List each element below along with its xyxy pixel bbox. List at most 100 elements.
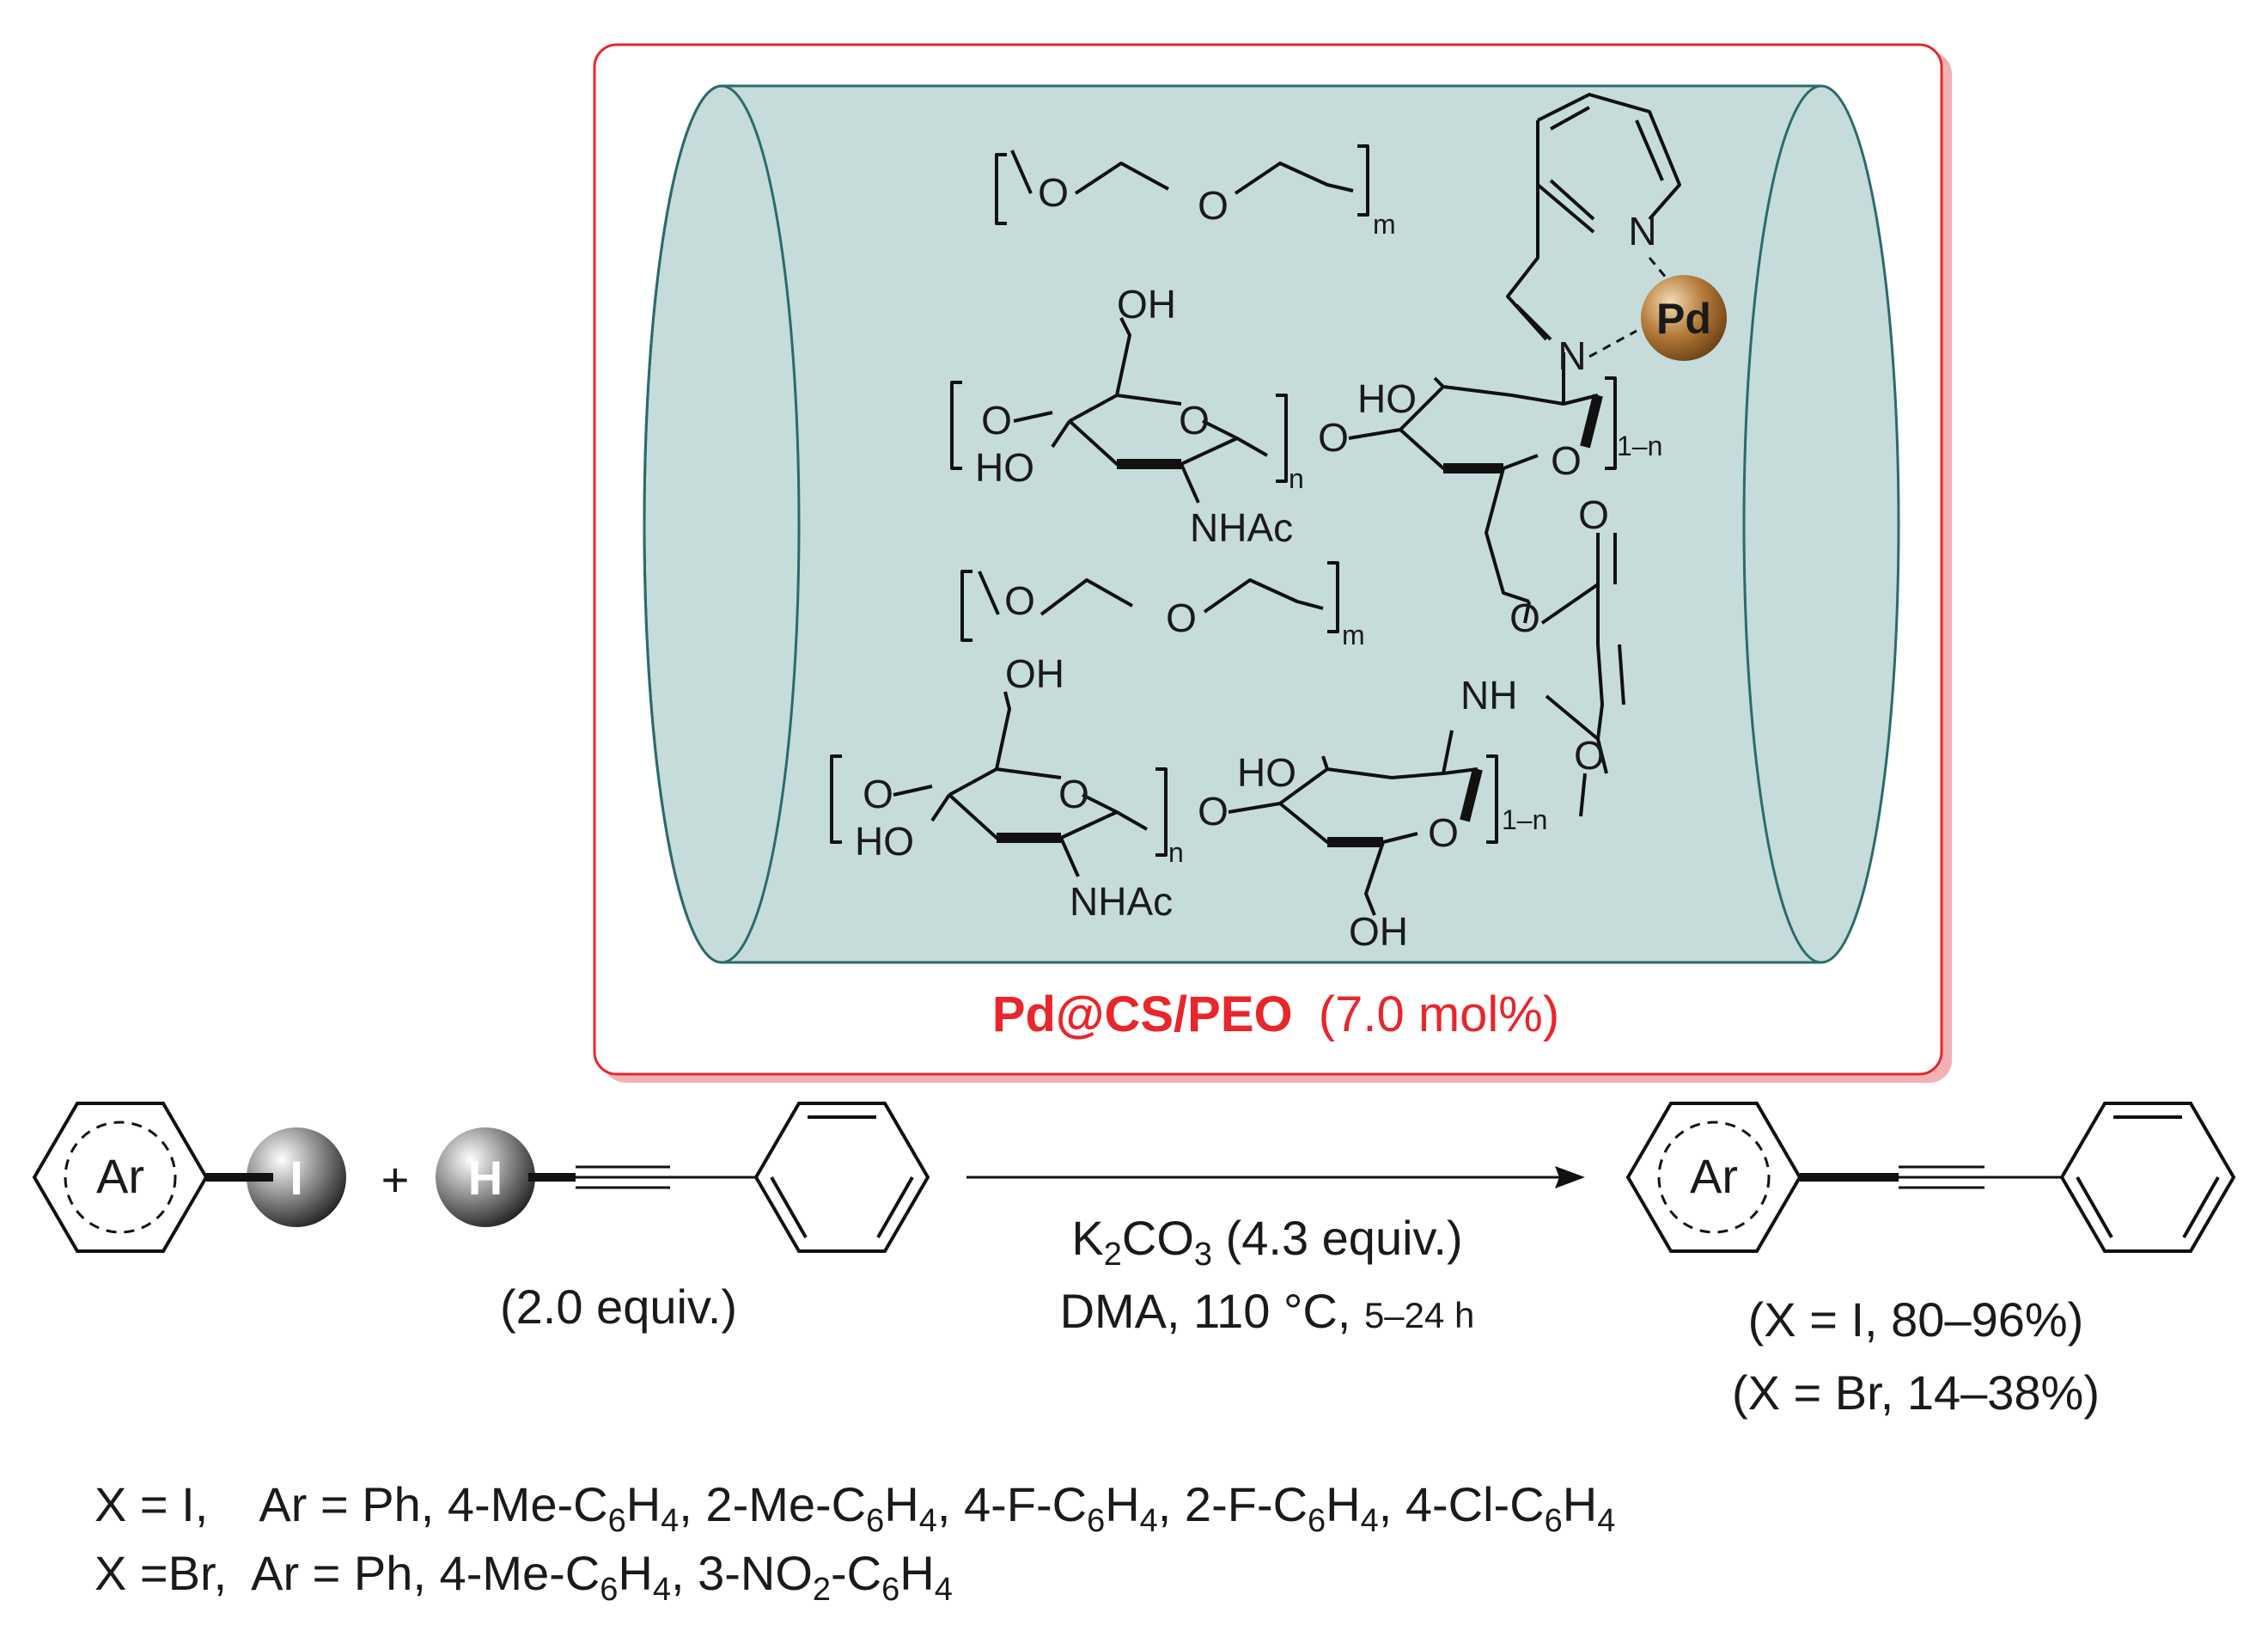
scope-i-item-4: 2-F-C: [1185, 1477, 1308, 1531]
sub6: 6: [600, 1572, 618, 1608]
reactant-phenylacetylene: H (2.0 equiv.): [436, 1102, 930, 1334]
phenyl-double-bonds: [770, 1115, 914, 1238]
catalyst-caption: Pd@CS/PEO (7.0 mol%): [992, 986, 1559, 1042]
aryl-dashed-circle: [64, 1121, 177, 1234]
peo-lower-bracket-right: [1327, 561, 1339, 633]
sep: ,: [937, 1477, 964, 1531]
product-phenyl-ring: [2059, 1102, 2236, 1253]
peo-lower-chain: [978, 571, 1324, 616]
chitosan-upper-ring-b-subs: [1348, 352, 1565, 603]
upper-link-o-left: O: [981, 398, 1012, 443]
upper-one-minus-n: 1–n: [1617, 431, 1662, 461]
catalyst-loading: (7.0 mol%): [1319, 986, 1559, 1042]
lower-ho-a: HO: [855, 819, 914, 864]
pyridine-double-bonds: [1549, 106, 1664, 221]
scope-i-item-1: 4-Me-C: [448, 1477, 608, 1531]
amide-o: O: [1574, 733, 1605, 778]
base-sub-2: 2: [1104, 1237, 1122, 1273]
peo-lower-o1: O: [1004, 578, 1035, 623]
peo-lower-bracket-left: [960, 570, 972, 642]
plus-sign: +: [381, 1152, 410, 1206]
ester-link-o: O: [1509, 596, 1540, 640]
base-equiv: (4.3 equiv.): [1212, 1211, 1463, 1265]
cylinder: [643, 84, 1900, 964]
alkyne-triple-bond: [576, 1165, 670, 1189]
pd-sphere: [1641, 275, 1727, 361]
h-g: H: [899, 1546, 934, 1600]
product-triple-bond: [1899, 1165, 1984, 1189]
solvent-temp: DMA, 110 °C,: [1060, 1284, 1364, 1338]
peo-upper-o2: O: [1198, 183, 1228, 228]
scope-iodide-prefix: X = I, Ar = Ph,: [94, 1477, 448, 1531]
atom-labels: O O m O O m OH O O HO NHAc n O HO O 1–n …: [855, 170, 1662, 954]
chitosan-lower-bracket-a: [830, 754, 1168, 857]
base-sub-3: 3: [1194, 1237, 1212, 1273]
product-aryl-label: Ar: [1690, 1149, 1738, 1203]
sub6: 6: [1308, 1503, 1326, 1539]
ester-o: O: [1578, 492, 1609, 537]
chitosan-upper-bracket-a: [950, 381, 1288, 483]
sub6: 6: [881, 1572, 899, 1608]
pyridine-n: N: [1628, 209, 1656, 253]
amide-nh: NH: [1460, 673, 1517, 718]
base-k: K: [1071, 1211, 1103, 1265]
sub4: 4: [653, 1572, 671, 1608]
sub2: 2: [813, 1572, 831, 1608]
iodide-label: I: [290, 1151, 303, 1205]
lower-nhac: NHAc: [1070, 879, 1173, 924]
scope-bromide-prefix: X =Br, Ar = Ph, 4-Me-C: [94, 1546, 600, 1600]
phenyl-ring: [753, 1102, 930, 1253]
lower-ring-b-o: O: [1428, 810, 1459, 855]
h-e: H: [1563, 1477, 1597, 1531]
reaction-time: 5–24 h: [1364, 1295, 1474, 1335]
peo-lower-m: m: [1342, 620, 1365, 651]
polymer-structure: [830, 93, 1681, 916]
hydrogen-label: H: [468, 1151, 503, 1205]
sub4: 4: [919, 1503, 937, 1539]
upper-nhac: NHAc: [1190, 505, 1293, 550]
yield-bromide: (X = Br, 14–38%): [1732, 1365, 2100, 1420]
peo-lower-o2: O: [1166, 596, 1197, 640]
peo-upper-bracket-left: [995, 153, 1007, 225]
upper-ring-b-o: O: [1551, 438, 1582, 483]
sub4: 4: [935, 1572, 953, 1608]
pd-coordination: [1588, 257, 1673, 358]
conditions-base: K2CO3 (4.3 equiv.): [1071, 1211, 1462, 1273]
chitosan-upper-ring-a-subs: [1013, 317, 1268, 504]
sub6: 6: [866, 1503, 884, 1539]
iodide-ball: [247, 1127, 346, 1227]
lower-one-minus-n: 1–n: [1502, 804, 1547, 835]
sub4: 4: [1597, 1503, 1615, 1539]
sub4: 4: [1140, 1503, 1158, 1539]
peo-upper-o1: O: [1038, 170, 1069, 215]
upper-ho-a: HO: [975, 445, 1034, 490]
arrow-head: [1555, 1166, 1585, 1188]
scope-br-nitro: 3-NO: [698, 1546, 813, 1600]
product-aryl-dashed-circle: [1657, 1121, 1771, 1234]
h-a: H: [626, 1477, 661, 1531]
scope-i-item-2: 2-Me-C: [705, 1477, 866, 1531]
sub6: 6: [1545, 1503, 1563, 1539]
upper-n: n: [1289, 463, 1304, 494]
chitosan-lower-bracket-b: [1486, 754, 1498, 844]
imine-n: N: [1558, 333, 1586, 378]
yield-iodide: (X = I, 80–96%): [1748, 1292, 2084, 1347]
cylinder-left-rim: [643, 84, 801, 964]
sub4: 4: [1361, 1503, 1379, 1539]
h-d: H: [1326, 1477, 1360, 1531]
h-b: H: [884, 1477, 918, 1531]
product-phenyl-double-bonds: [2076, 1115, 2220, 1238]
lower-link-o-left: O: [863, 772, 893, 816]
lower-ring-a-o: O: [1058, 772, 1089, 816]
lower-oh-b: OH: [1349, 909, 1408, 954]
sep: ,: [1379, 1477, 1405, 1531]
lower-n: n: [1168, 837, 1184, 868]
maleamide-chain: [1523, 533, 1625, 817]
conditions-solvent: DMA, 110 °C, 5–24 h: [1060, 1284, 1475, 1338]
scope-iodide-line: X = I, Ar = Ph, 4-Me-C6H4, 2-Me-C6H4, 4-…: [94, 1477, 1615, 1539]
scope-br-end: -C: [831, 1546, 881, 1600]
base-co: CO: [1122, 1211, 1194, 1265]
chitosan-lower-ring-a-subs: [893, 691, 1148, 877]
alkyne-equiv: (2.0 equiv.): [500, 1280, 737, 1334]
